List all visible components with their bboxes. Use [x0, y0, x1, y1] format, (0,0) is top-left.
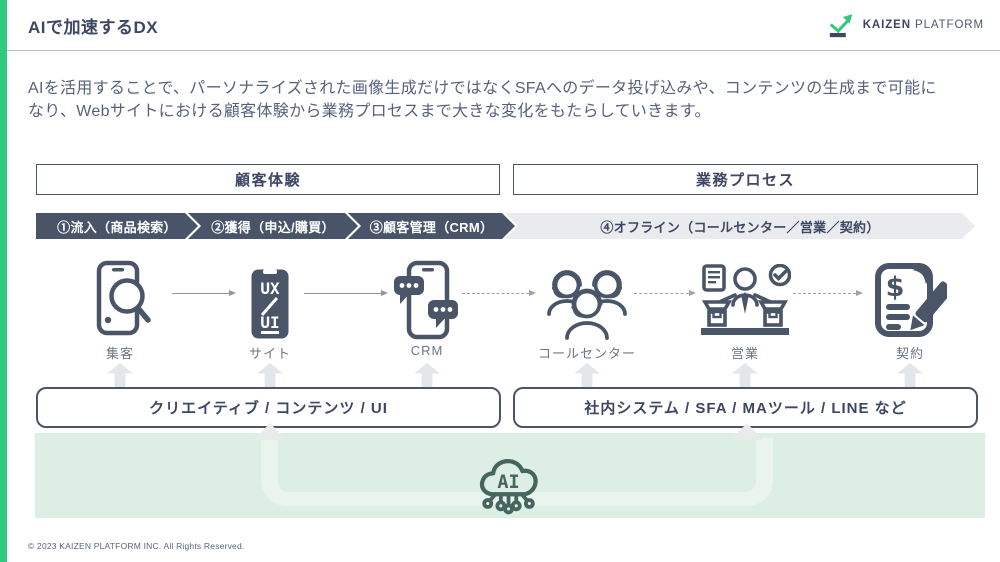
support-arrow-sales: [732, 363, 758, 388]
node-label-site: サイト: [248, 346, 291, 361]
journey-node-crm: CRM: [352, 250, 502, 358]
funnel-step-acquisition: ②獲得（申込/購買）: [188, 213, 358, 239]
copyright-text: © 2023 KAIZEN PLATFORM INC. All Rights R…: [28, 541, 245, 551]
call-center-icon: [543, 250, 631, 340]
layer-box-systems: 社内システム / SFA / MAツール / LINE など: [513, 387, 978, 428]
kaizen-platform-logo: KAIZEN PLATFORM: [827, 11, 984, 38]
funnel-step-offline: ④オフライン（コールセンター／営業／契約）: [505, 213, 975, 239]
header-divider: [7, 50, 1000, 51]
journey-node-contract: $ 契約: [835, 250, 985, 362]
node-label-contract: 契約: [895, 346, 924, 361]
journey-node-site: UX UI サイト: [195, 250, 345, 362]
node-label-call-center: コールセンター: [537, 346, 636, 361]
ai-cloud-icon: AI: [470, 448, 544, 527]
support-arrow-attraction: [107, 363, 133, 388]
page-title: AIで加速するDX: [28, 18, 159, 37]
node-label-attraction: 集客: [105, 346, 134, 361]
intro-line-2: なり、Webサイトにおける顧客体験から業務プロセスまで大きな変化をもたらしていき…: [28, 103, 711, 120]
flow-arrow-attraction-to-site: [172, 289, 236, 296]
intro-line-1: AIを活用することで、パーソナライズされた画像生成だけではなくSFAへのデータ投…: [28, 80, 937, 97]
section-header-business-process: 業務プロセス: [513, 164, 978, 195]
contract-icon: $: [873, 250, 947, 340]
support-arrow-crm: [414, 363, 440, 388]
intro-paragraph: AIを活用することで、パーソナライズされた画像生成だけではなくSFAへのデータ投…: [28, 77, 983, 123]
svg-text:AI: AI: [497, 472, 519, 493]
flow-arrow-crm-to-call-center: [462, 289, 536, 296]
flow-arrow-call-center-to-sales: [634, 289, 696, 296]
ai-connector-arrowhead-left: [254, 423, 286, 440]
node-label-sales: 営業: [730, 346, 759, 361]
support-arrow-call-center: [574, 363, 600, 388]
ai-connector-right: [507, 438, 773, 506]
funnel-step-inflow: ①流入（商品検索）: [36, 213, 198, 239]
node-label-crm: CRM: [410, 343, 444, 358]
journey-node-call-center: コールセンター: [512, 250, 662, 362]
svg-text:UI: UI: [260, 313, 279, 332]
uxui-phone-icon: UX UI: [250, 250, 290, 340]
ai-connector-arrowhead-right: [731, 423, 763, 440]
phone-search-icon: [89, 250, 151, 340]
logo-text-platform: PLATFORM: [915, 18, 984, 31]
funnel-step-crm: ③顧客管理（CRM）: [348, 213, 515, 239]
journey-node-attraction: 集客: [45, 250, 195, 362]
logo-text-kaizen: KAIZEN: [862, 18, 911, 31]
section-header-customer-experience: 顧客体験: [36, 164, 500, 195]
flow-arrow-site-to-crm: [304, 289, 388, 296]
phone-chat-icon: [393, 250, 461, 340]
svg-text:$: $: [886, 272, 905, 303]
sales-desk-icon: [699, 250, 791, 340]
left-accent-bar: [0, 0, 7, 562]
logo-text: KAIZEN PLATFORM: [863, 19, 984, 31]
journey-node-sales: 営業: [670, 250, 820, 362]
support-arrow-contract: [897, 363, 923, 388]
kaizen-check-arrow-icon: [829, 14, 853, 38]
layer-box-creative: クリエイティブ / コンテンツ / UI: [36, 387, 501, 428]
flow-arrow-sales-to-contract: [793, 289, 863, 296]
support-arrow-site: [257, 363, 283, 388]
ai-connector-left: [261, 438, 524, 506]
svg-text:UX: UX: [260, 279, 280, 298]
